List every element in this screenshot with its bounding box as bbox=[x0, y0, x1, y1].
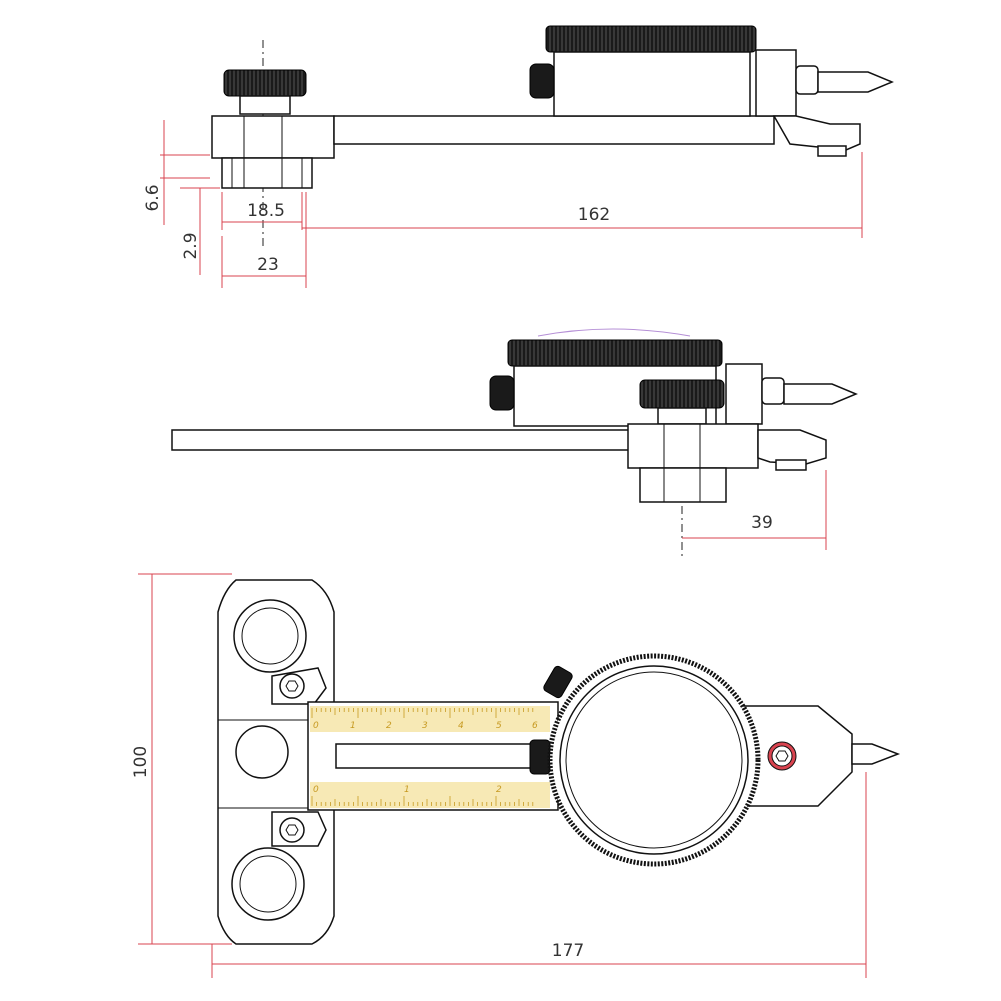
top-view: 6.6 2.9 18.5 162 23 bbox=[143, 25, 894, 288]
middle-locking-knob bbox=[639, 379, 725, 409]
lower-scale-ticks bbox=[311, 796, 534, 806]
contact-point bbox=[817, 71, 894, 93]
dim-23: 23 bbox=[221, 192, 307, 288]
dim-label-18-5: 18.5 bbox=[247, 201, 285, 221]
plan-top-knob bbox=[543, 665, 573, 699]
dim-2-9: 2.9 bbox=[180, 187, 220, 275]
dim-label-6-6: 6.6 bbox=[143, 184, 163, 211]
middle-arm-tip bbox=[757, 429, 827, 465]
locking-knob bbox=[223, 69, 307, 97]
dial-bezel bbox=[545, 25, 757, 53]
dim-label-100: 100 bbox=[131, 746, 151, 778]
plan-contact-point bbox=[851, 743, 901, 765]
lower-scale-label-2: 2 bbox=[496, 785, 502, 795]
plan-dial-face bbox=[565, 671, 743, 849]
dim-39: 39 bbox=[682, 470, 827, 550]
dial-body bbox=[553, 51, 751, 117]
dim-label-23: 23 bbox=[257, 255, 279, 275]
plan-side-knob bbox=[529, 739, 551, 775]
center-pivot bbox=[235, 725, 289, 779]
dim-label-177: 177 bbox=[552, 941, 584, 961]
arm-tip bbox=[772, 115, 861, 151]
lower-scale-label-0: 0 bbox=[313, 785, 319, 795]
arm-slot bbox=[335, 743, 537, 769]
dim-177: 177 bbox=[211, 772, 867, 978]
clamp-block bbox=[211, 115, 335, 159]
bottom-view: 0 1 2 3 4 5 6 2 0 1 2 5 100 bbox=[131, 573, 901, 978]
upper-hex-screw bbox=[271, 667, 327, 705]
upper-scale-label-4: 4 bbox=[458, 721, 464, 731]
dial-side-knob bbox=[529, 63, 555, 99]
upper-scale-label-5: 5 bbox=[496, 721, 502, 731]
dim-label-162: 162 bbox=[578, 205, 610, 225]
top-magnet bbox=[233, 599, 307, 673]
dim-6-6: 6.6 bbox=[143, 120, 210, 225]
middle-clamp-jaw bbox=[639, 467, 727, 503]
lower-hex-screw bbox=[271, 811, 327, 847]
middle-dial-side-knob bbox=[489, 375, 515, 411]
arm-bar bbox=[333, 115, 775, 145]
middle-clamp-block bbox=[627, 423, 759, 469]
upper-scale-label-1: 1 bbox=[350, 721, 356, 731]
dim-162: 162 bbox=[302, 152, 863, 238]
dial-stem bbox=[755, 49, 797, 117]
dim-100: 100 bbox=[131, 573, 232, 945]
middle-view: 39 bbox=[171, 328, 858, 556]
upper-scale-ticks bbox=[311, 708, 534, 718]
upper-scale-label-6: 6 bbox=[532, 721, 538, 731]
clamp-jaw bbox=[221, 157, 313, 189]
upper-scale-label-2: 2 bbox=[386, 721, 392, 731]
bottom-magnet bbox=[231, 847, 305, 921]
middle-contact-point bbox=[783, 383, 858, 405]
upper-scale-label-3: 3 bbox=[422, 721, 428, 731]
knob-stem bbox=[239, 95, 291, 115]
upper-scale-label-0: 0 bbox=[313, 721, 319, 731]
plan-hex-nut bbox=[767, 741, 797, 771]
dim-18-5: 18.5 bbox=[221, 192, 303, 230]
dim-label-39: 39 bbox=[751, 513, 773, 533]
dim-label-2-9: 2.9 bbox=[181, 232, 201, 259]
clamp-slot bbox=[243, 115, 283, 189]
lower-scale-label-1: 1 bbox=[404, 785, 410, 795]
long-arm bbox=[171, 429, 633, 451]
middle-dial-bezel bbox=[507, 339, 723, 367]
